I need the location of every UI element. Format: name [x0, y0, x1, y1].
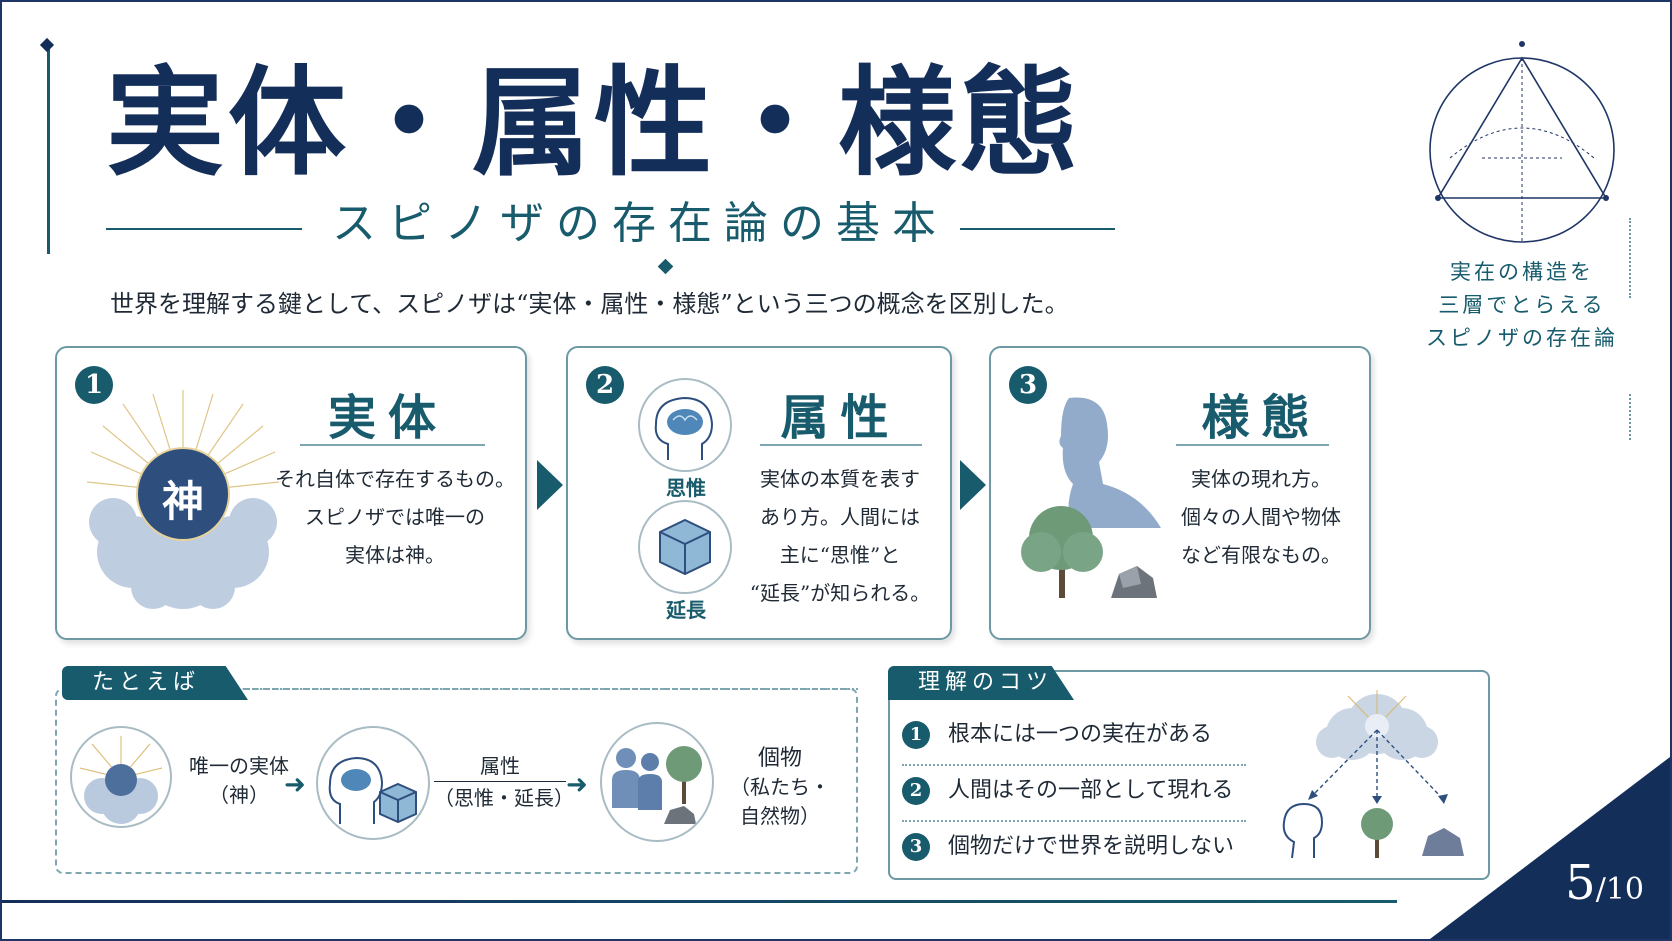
- card-body-line: 個々の人間や物体: [1181, 505, 1341, 529]
- example-label-line: 属性: [480, 754, 520, 778]
- page-title: 実体・属性・様態: [106, 53, 1083, 192]
- example-label-line: （私たち・: [730, 775, 830, 799]
- example-things-circle: [600, 722, 714, 842]
- head-cube-icon: [328, 756, 417, 824]
- left-accent-line: [47, 44, 50, 254]
- tip-number: 2: [902, 777, 930, 805]
- example-god-circle: [70, 726, 172, 828]
- lead-text: 世界を理解する鍵として、スピノザは“実体・属性・様態”という三つの概念を区別した…: [110, 290, 1069, 318]
- extension-label: 延長: [666, 598, 706, 622]
- card-body: それ自体で存在するもの。 スピノザでは唯一の 実体は神。: [275, 460, 515, 574]
- card-body: 実体の本質を表す あり方。人間には 主に“思惟”と “延長”が知られる。: [740, 460, 940, 612]
- god-label: 神: [161, 477, 204, 526]
- example-label-line: 唯一の実体: [189, 754, 289, 778]
- tip-separator: [902, 820, 1246, 822]
- arrow-right-icon: [960, 460, 986, 510]
- bottom-rule: [2, 900, 1397, 903]
- page-total: /10: [1595, 872, 1644, 907]
- card-number: 2: [586, 366, 624, 404]
- tip-number: 1: [902, 721, 930, 749]
- tip-text: 根本には一つの実在がある: [948, 722, 1213, 747]
- card-title: 実体: [327, 390, 448, 446]
- tips-tab: 理解のコツ: [888, 666, 1074, 700]
- card-body-line: あり方。人間には: [760, 505, 920, 529]
- card-body-line: 実体は神。: [345, 543, 445, 567]
- subtitle-rule-right: [960, 228, 1115, 230]
- side-dotted-line-2: [1629, 394, 1631, 440]
- example-tab: たとえば: [62, 666, 248, 700]
- card-body-line: スピノザでは唯一の: [305, 505, 485, 529]
- card-body-line: “延長”が知られる。: [749, 581, 931, 605]
- card-body-line: それ自体で存在するもの。: [275, 467, 515, 491]
- page-current: 5: [1565, 855, 1596, 911]
- radiance-icon: [79, 736, 163, 824]
- triangle-circle-diagram: [1429, 41, 1615, 243]
- card-body: 実体の現れ方。 個々の人間や物体 など有限なもの。: [1163, 460, 1359, 574]
- subtitle-rule-left: [106, 228, 302, 230]
- example-label-line: 自然物）: [740, 804, 820, 828]
- corner-triangle: [1430, 757, 1670, 939]
- cube-icon: [659, 518, 711, 576]
- card-attribute: 2 思惟 延長 属性 実体の本質を表す あり方。人間には 主に“思惟”と “延長…: [566, 346, 952, 640]
- card-body-line: 実体の本質を表す: [760, 467, 920, 491]
- card-number: 3: [1009, 366, 1047, 404]
- card-mode: 3 様態 実体の現れ方。 個々の人間や物体 など有限なもの。: [989, 346, 1371, 640]
- thought-label: 思惟: [666, 476, 706, 500]
- side-dotted-line-1: [1629, 218, 1631, 298]
- arrow-right-icon: [537, 460, 563, 510]
- tip-text: 人間はその一部として現れる: [948, 778, 1234, 803]
- tip-number: 3: [902, 833, 930, 861]
- tip-item: 3 個物だけで世界を説明しない: [902, 832, 1234, 862]
- example-attribute-circle: [316, 726, 430, 840]
- subtitle: スピノザの存在論の基本: [332, 198, 948, 249]
- person-tree-rock-icon: [1021, 397, 1161, 598]
- example-label-line: （思惟・延長）: [434, 781, 574, 813]
- god-radiance-icon: [86, 390, 280, 609]
- side-caption-line: 実在の構造を: [1450, 260, 1594, 284]
- people-tree-rock-icon: [612, 746, 702, 824]
- arrow-right-icon: ➜: [566, 770, 588, 800]
- side-caption-line: 三層でとらえる: [1438, 293, 1606, 317]
- extension-circle: [638, 500, 732, 594]
- subtitle-diamond: [657, 258, 674, 275]
- card-body-line: 実体の現れ方。: [1191, 467, 1331, 491]
- example-label-attribute: 属性 （思惟・延長）: [434, 752, 574, 813]
- tip-item: 2 人間はその一部として現れる: [902, 776, 1233, 806]
- tip-text: 個物だけで世界を説明しない: [948, 834, 1235, 859]
- card-substance: 1 神 実体 それ自体で存在するもの。 スピノザでは唯一の 実体は神。: [55, 346, 527, 640]
- side-caption-line: スピノザの存在論: [1426, 326, 1618, 350]
- tip-item: 1 根本には一つの実在がある: [902, 720, 1212, 750]
- side-caption: 実在の構造を 三層でとらえる スピノザの存在論: [1422, 256, 1622, 355]
- example-label-line: （神）: [209, 783, 269, 807]
- example-label-substance: 唯一の実体 （神）: [188, 752, 290, 810]
- head-brain-icon: [654, 396, 714, 460]
- tip-separator: [902, 764, 1246, 766]
- card-title-rule: [760, 444, 922, 446]
- card-title: 属性: [780, 390, 901, 446]
- thought-circle: [638, 378, 732, 472]
- arrow-right-icon: ➜: [284, 770, 306, 800]
- left-accent-diamond: [39, 37, 55, 53]
- page-number: 5/10: [1565, 855, 1644, 911]
- card-body-line: 主に“思惟”と: [779, 543, 901, 567]
- card-number: 1: [75, 366, 113, 404]
- card-title: 様態: [1201, 390, 1322, 446]
- card-body-line: など有限なもの。: [1181, 543, 1341, 567]
- example-tab-rule: [248, 688, 858, 690]
- example-label-line: 個物: [757, 746, 802, 771]
- card-title-rule: [300, 444, 485, 446]
- card-title-rule: [1176, 444, 1329, 446]
- example-label-individuals: 個物 （私たち・ 自然物）: [730, 744, 830, 831]
